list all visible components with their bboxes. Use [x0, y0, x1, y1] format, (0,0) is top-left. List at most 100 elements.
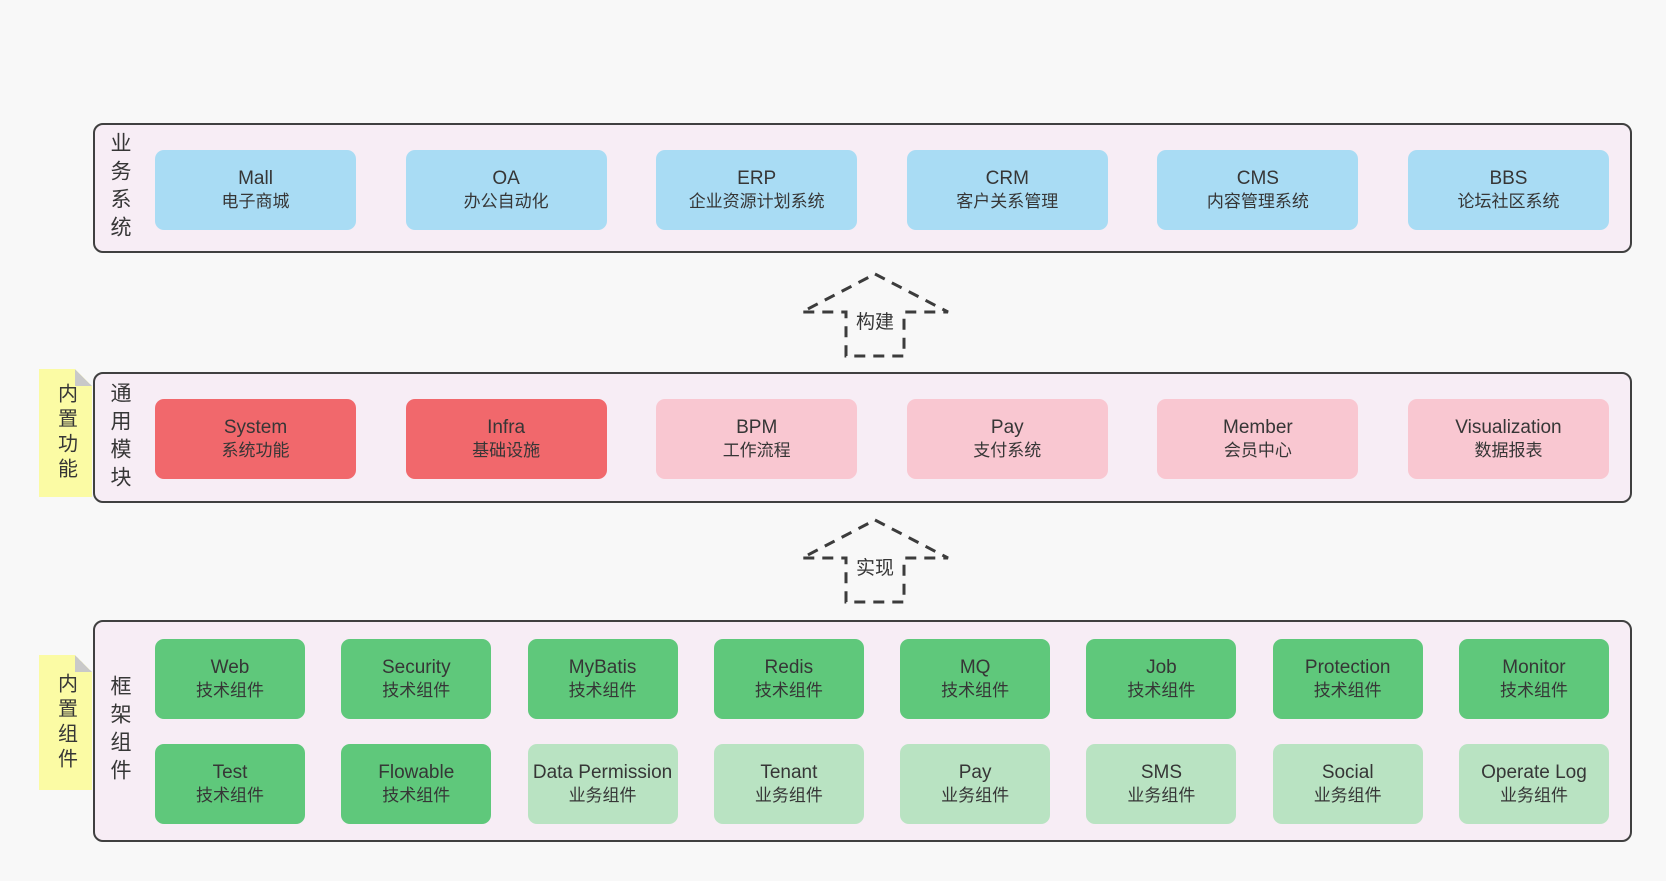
box-oa: OA 办公自动化	[405, 150, 607, 230]
panel-business-label: 业务系统	[108, 132, 131, 244]
box-job: Job 技术组件	[1086, 639, 1237, 719]
panel-business-systems: 业务系统 Mall 电子商城 OA 办公自动化 ERP 企业资源计划系统 CRM 客户关系管理…	[93, 123, 1632, 253]
box-subtitle: 技术组件	[941, 681, 1010, 701]
box-title: Security	[381, 656, 451, 678]
box-title: Pay	[990, 416, 1024, 438]
box-subtitle: 技术组件	[1499, 681, 1568, 701]
box-subtitle: 技术组件	[196, 681, 264, 701]
box-subtitle: 会员中心	[1223, 441, 1292, 461]
block-arrow-up-icon	[801, 272, 949, 358]
box-crm: CRM 客户关系管理	[906, 150, 1108, 230]
box-flowable: Flowable 技术组件	[341, 744, 492, 824]
box-subtitle: 支付系统	[973, 441, 1042, 461]
box-title: Operate Log	[1481, 761, 1587, 783]
arrow-build-label: 构建	[852, 307, 898, 334]
box-subtitle: 技术组件	[754, 681, 823, 701]
box-subtitle: 基础设施	[472, 441, 541, 461]
sticky-note-builtin-features: 内置功能	[39, 369, 92, 497]
folded-corner-icon	[75, 655, 92, 672]
arrow-implement-label: 实现	[852, 553, 898, 580]
box-subtitle: 技术组件	[196, 786, 264, 806]
box-title: MyBatis	[568, 656, 637, 678]
box-subtitle: 业务组件	[1313, 786, 1382, 806]
box-title: Tenant	[760, 761, 818, 783]
box-subtitle: 数据报表	[1474, 441, 1543, 461]
panel-framework-label: 框架组件	[108, 675, 131, 787]
box-mq: MQ 技术组件	[900, 639, 1051, 719]
folded-corner-icon	[75, 369, 92, 386]
box-member: Member 会员中心	[1157, 399, 1359, 479]
box-title: Monitor	[1502, 656, 1566, 678]
box-tenant: Tenant 业务组件	[713, 744, 864, 824]
box-subtitle: 业务组件	[568, 786, 637, 806]
box-title: System	[223, 416, 288, 438]
box-title: ERP	[737, 167, 777, 189]
box-title: Infra	[487, 416, 526, 438]
box-subtitle: 企业资源计划系统	[688, 192, 825, 212]
box-subtitle: 技术组件	[1127, 681, 1196, 701]
box-title: Protection	[1304, 656, 1391, 678]
box-title: BPM	[736, 416, 778, 438]
arrow-implement: 实现	[800, 518, 950, 604]
box-title: BBS	[1489, 167, 1528, 189]
box-visualization: Visualization 数据报表	[1407, 399, 1609, 479]
box-mybatis: MyBatis 技术组件	[527, 639, 678, 719]
box-web: Web 技术组件	[155, 639, 305, 719]
box-protection: Protection 技术组件	[1272, 639, 1423, 719]
modules-box-row: System 系统功能 Infra 基础设施 BPM 工作流程 Pay 支付系统 Member 会…	[155, 399, 1609, 479]
box-infra: Infra 基础设施	[405, 399, 607, 479]
box-subtitle: 技术组件	[1313, 681, 1382, 701]
box-subtitle: 电子商城	[221, 192, 290, 212]
box-redis: Redis 技术组件	[713, 639, 864, 719]
box-bpm: BPM 工作流程	[656, 399, 858, 479]
box-title: OA	[492, 167, 520, 189]
box-social: Social 业务组件	[1272, 744, 1423, 824]
box-subtitle: 论坛社区系统	[1457, 192, 1560, 212]
box-pay: Pay 业务组件	[900, 744, 1051, 824]
box-subtitle: 技术组件	[382, 786, 451, 806]
box-subtitle: 业务组件	[1127, 786, 1196, 806]
box-subtitle: 业务组件	[754, 786, 823, 806]
box-subtitle: 系统功能	[221, 441, 290, 461]
block-arrow-up-icon	[801, 518, 949, 604]
box-pay: Pay 支付系统	[906, 399, 1108, 479]
box-subtitle: 技术组件	[568, 681, 637, 701]
box-title: Data Permission	[532, 761, 673, 783]
box-system: System 系统功能	[155, 399, 356, 479]
box-subtitle: 办公自动化	[463, 192, 549, 212]
panel-modules-label: 通用模块	[108, 381, 131, 494]
box-title: Job	[1146, 656, 1177, 678]
box-erp: ERP 企业资源计划系统	[656, 150, 858, 230]
box-title: Mall	[238, 167, 273, 189]
box-title: Redis	[764, 656, 814, 678]
box-title: Flowable	[378, 761, 455, 783]
sticky-note-text: 内置功能	[54, 383, 77, 483]
box-subtitle: 客户关系管理	[956, 192, 1059, 212]
box-subtitle: 业务组件	[1499, 786, 1568, 806]
box-bbs: BBS 论坛社区系统	[1407, 150, 1609, 230]
box-title: CRM	[985, 167, 1029, 189]
box-title: Member	[1223, 416, 1293, 438]
box-mall: Mall 电子商城	[155, 150, 356, 230]
box-title: SMS	[1140, 761, 1182, 783]
box-subtitle: 业务组件	[941, 786, 1010, 806]
sticky-note-builtin-components: 内置组件	[39, 655, 92, 790]
box-title: Social	[1321, 761, 1374, 783]
box-data-permission: Data Permission 业务组件	[527, 744, 678, 824]
box-title: Visualization	[1455, 416, 1562, 438]
box-subtitle: 工作流程	[722, 441, 791, 461]
box-title: Pay	[958, 761, 992, 783]
box-test: Test 技术组件	[155, 744, 305, 824]
box-title: Web	[210, 656, 250, 678]
box-monitor: Monitor 技术组件	[1458, 639, 1609, 719]
box-title: MQ	[959, 656, 991, 678]
panel-common-modules: 通用模块 System 系统功能 Infra 基础设施 BPM 工作流程 Pay 支付系统 Me…	[93, 372, 1632, 503]
box-title: Test	[212, 761, 248, 783]
